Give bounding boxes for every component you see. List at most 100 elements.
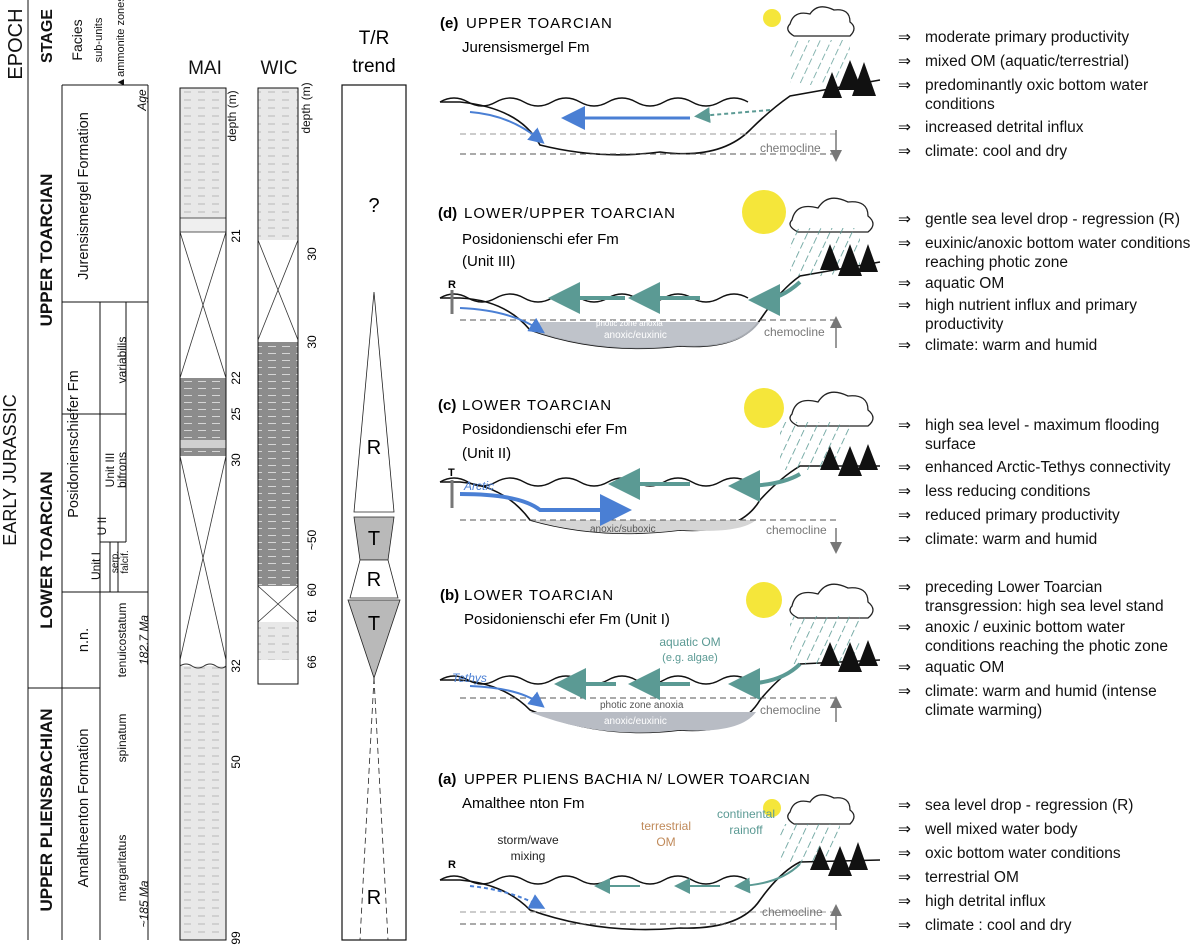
mai-depth-99: 99 — [229, 931, 243, 945]
panel-a-mixing-1: storm/wave — [497, 833, 559, 847]
panel-a-terr-1: terrestrial — [641, 819, 691, 833]
wic-depth-66: 66 — [305, 655, 319, 669]
tr-trend-column — [341, 84, 407, 941]
tr-label-r2: R — [367, 569, 381, 591]
formation-nn: n.n. — [76, 628, 92, 652]
bullet-a-2: ⇒well mixed water body — [898, 821, 1078, 838]
formation-jurensismergel: Jurensismergel Formation — [76, 112, 92, 280]
panel-d-basin-label: anoxic/euxinic — [604, 330, 667, 341]
formation-posidonienschiefer: Posidonienschiefer Fm — [66, 370, 82, 518]
stratigraphic-column — [27, 0, 149, 940]
panel-b-om-label-1: aquatic OM — [659, 635, 720, 649]
mai-depth-21: 21 — [229, 229, 243, 243]
wic-depth-30b: 30 — [305, 335, 319, 349]
bullet-e-1: ⇒moderate primary productivity — [898, 29, 1130, 46]
mai-title: MAI — [188, 58, 222, 79]
stage-lower-toarcian: LOWER TOARCIAN — [37, 471, 56, 628]
panel-d-trend-marker: R — [448, 279, 456, 291]
bullet-a-1: ⇒sea level drop - regression (R) — [898, 797, 1134, 814]
facies-header: Facies — [69, 19, 85, 60]
panel-c-trend-marker: T — [448, 467, 455, 479]
panel-c-subtitle-2: (Unit II) — [462, 445, 511, 462]
age-182: 182.7 Ma — [137, 615, 151, 665]
panel-a-rain-2: rainoff — [729, 823, 763, 837]
panel-c-title: LOWER TOARCIAN — [462, 397, 612, 414]
wic-depth-label: depth (m) — [299, 82, 313, 133]
wic-depth-61: 61 — [305, 609, 319, 623]
tr-label-r3: R — [367, 887, 381, 909]
panel-c-subtitle-1: Posidondienschi efer Fm — [462, 421, 627, 438]
tr-title-line1: T/R — [359, 28, 390, 49]
tr-label-r1: R — [367, 437, 381, 459]
formation-amaltheenton: Amaltheenton Formation — [76, 729, 92, 888]
mai-depth-32: 32 — [229, 659, 243, 673]
panel-d-title: LOWER/UPPER TOARCIAN — [464, 205, 676, 222]
bullet-d-2: ⇒euxinic/anoxic bottom water conditions … — [898, 235, 1191, 271]
cartoon-b — [439, 582, 881, 734]
panel-e-subtitle: Jurensismergel Fm — [462, 39, 590, 56]
panel-a-rain-1: continental — [717, 807, 775, 821]
panel-b-inflow-label: Tethys — [452, 671, 487, 685]
zone-serp: serp. — [110, 551, 121, 573]
zone-bifrons: bifrons — [115, 452, 129, 488]
bullet-e-3: ⇒predominantly oxic bottom water conditi… — [898, 77, 1149, 113]
unit-i: Unit I — [89, 552, 103, 580]
epoch-header: EPOCH — [5, 8, 27, 79]
bullet-a-5: ⇒high detrital influx — [898, 893, 1046, 910]
tr-unknown: ? — [368, 195, 379, 217]
mai-depth-label: depth (m) — [225, 90, 239, 141]
panel-e-chemocline: chemocline — [760, 141, 821, 155]
panel-b-chemocline: chemocline — [760, 703, 821, 717]
bullet-d-3: ⇒aquatic OM — [898, 275, 1005, 292]
panel-d-chemocline: chemocline — [764, 325, 825, 339]
zone-falcif: falcif. — [120, 550, 131, 573]
bullet-b-1: ⇒preceding Lower Toarcian transgression:… — [898, 579, 1164, 615]
panel-a-mixing-2: mixing — [511, 849, 546, 863]
stage-upper-toarcian: UPPER TOARCIAN — [37, 174, 56, 327]
bullet-c-2: ⇒enhanced Arctic-Tethys connectivity — [898, 459, 1171, 476]
bullet-d-1: ⇒gentle sea level drop - regression (R) — [898, 211, 1181, 228]
wic-depth-60: 60 — [305, 583, 319, 597]
panel-d-letter: (d) — [438, 205, 457, 222]
bullet-c-3: ⇒less reducing conditions — [898, 483, 1091, 500]
bullet-c-1: ⇒high sea level - maximum flooding surfa… — [898, 417, 1160, 453]
panel-e-title: UPPER TOARCIAN — [466, 15, 613, 32]
bullet-a-3: ⇒oxic bottom water conditions — [898, 845, 1121, 862]
age-185: ~185 Ma — [137, 880, 151, 927]
cartoon-e — [439, 6, 881, 162]
mai-depth-22: 22 — [229, 371, 243, 385]
panel-d-photic-label: photic zone anoxia — [596, 319, 663, 328]
bullet-b-4: ⇒climate: warm and humid (intense climat… — [898, 683, 1157, 719]
ammonite-zones-header: ▲ammonite zones — [115, 0, 127, 88]
cartoon-a — [439, 794, 881, 931]
epoch-label: EARLY JURASSIC — [0, 394, 20, 545]
bullet-e-4: ⇒increased detrital influx — [898, 119, 1084, 136]
tr-label-t1: T — [368, 528, 380, 550]
zone-variabilis: variabilis — [115, 337, 129, 384]
wic-title: WIC — [261, 58, 298, 79]
mai-depth-30: 30 — [229, 453, 243, 467]
panel-b-title: LOWER TOARCIAN — [464, 587, 614, 604]
panel-b-photic-label: photic zone anoxia — [600, 700, 684, 711]
unit-iii: Unit III — [103, 453, 117, 488]
panel-b-subtitle: Posidonienschi efer Fm (Unit I) — [464, 611, 670, 628]
zone-spinatum: spinatum — [115, 714, 129, 763]
panel-d-subtitle-2: (Unit III) — [462, 253, 515, 270]
zone-margaritatus: margaritatus — [115, 835, 129, 902]
zone-tenuicostatum: tenuicostatum — [115, 603, 129, 678]
panel-a-letter: (a) — [438, 771, 456, 788]
stage-header: STAGE — [39, 9, 56, 63]
panel-c-inflow-label: Arctic — [463, 479, 494, 493]
panel-c-chemocline: chemocline — [766, 523, 827, 537]
bullet-d-5: ⇒climate: warm and humid — [898, 337, 1098, 354]
bullet-a-4: ⇒terrestrial OM — [898, 869, 1019, 886]
mai-depth-25: 25 — [229, 407, 243, 421]
bullet-d-4: ⇒high nutrient influx and primary produc… — [898, 297, 1137, 333]
wic-depth-30a: 30 — [305, 247, 319, 261]
wic-depth-50: ~50 — [305, 529, 319, 550]
panel-d-subtitle-1: Posidonienschi efer Fm — [462, 231, 619, 248]
cartoon-d — [439, 190, 881, 350]
panel-a-trend-marker: R — [448, 859, 456, 871]
panel-b-basin-label: anoxic/euxinic — [604, 716, 667, 727]
tr-title-line2: trend — [352, 56, 395, 77]
